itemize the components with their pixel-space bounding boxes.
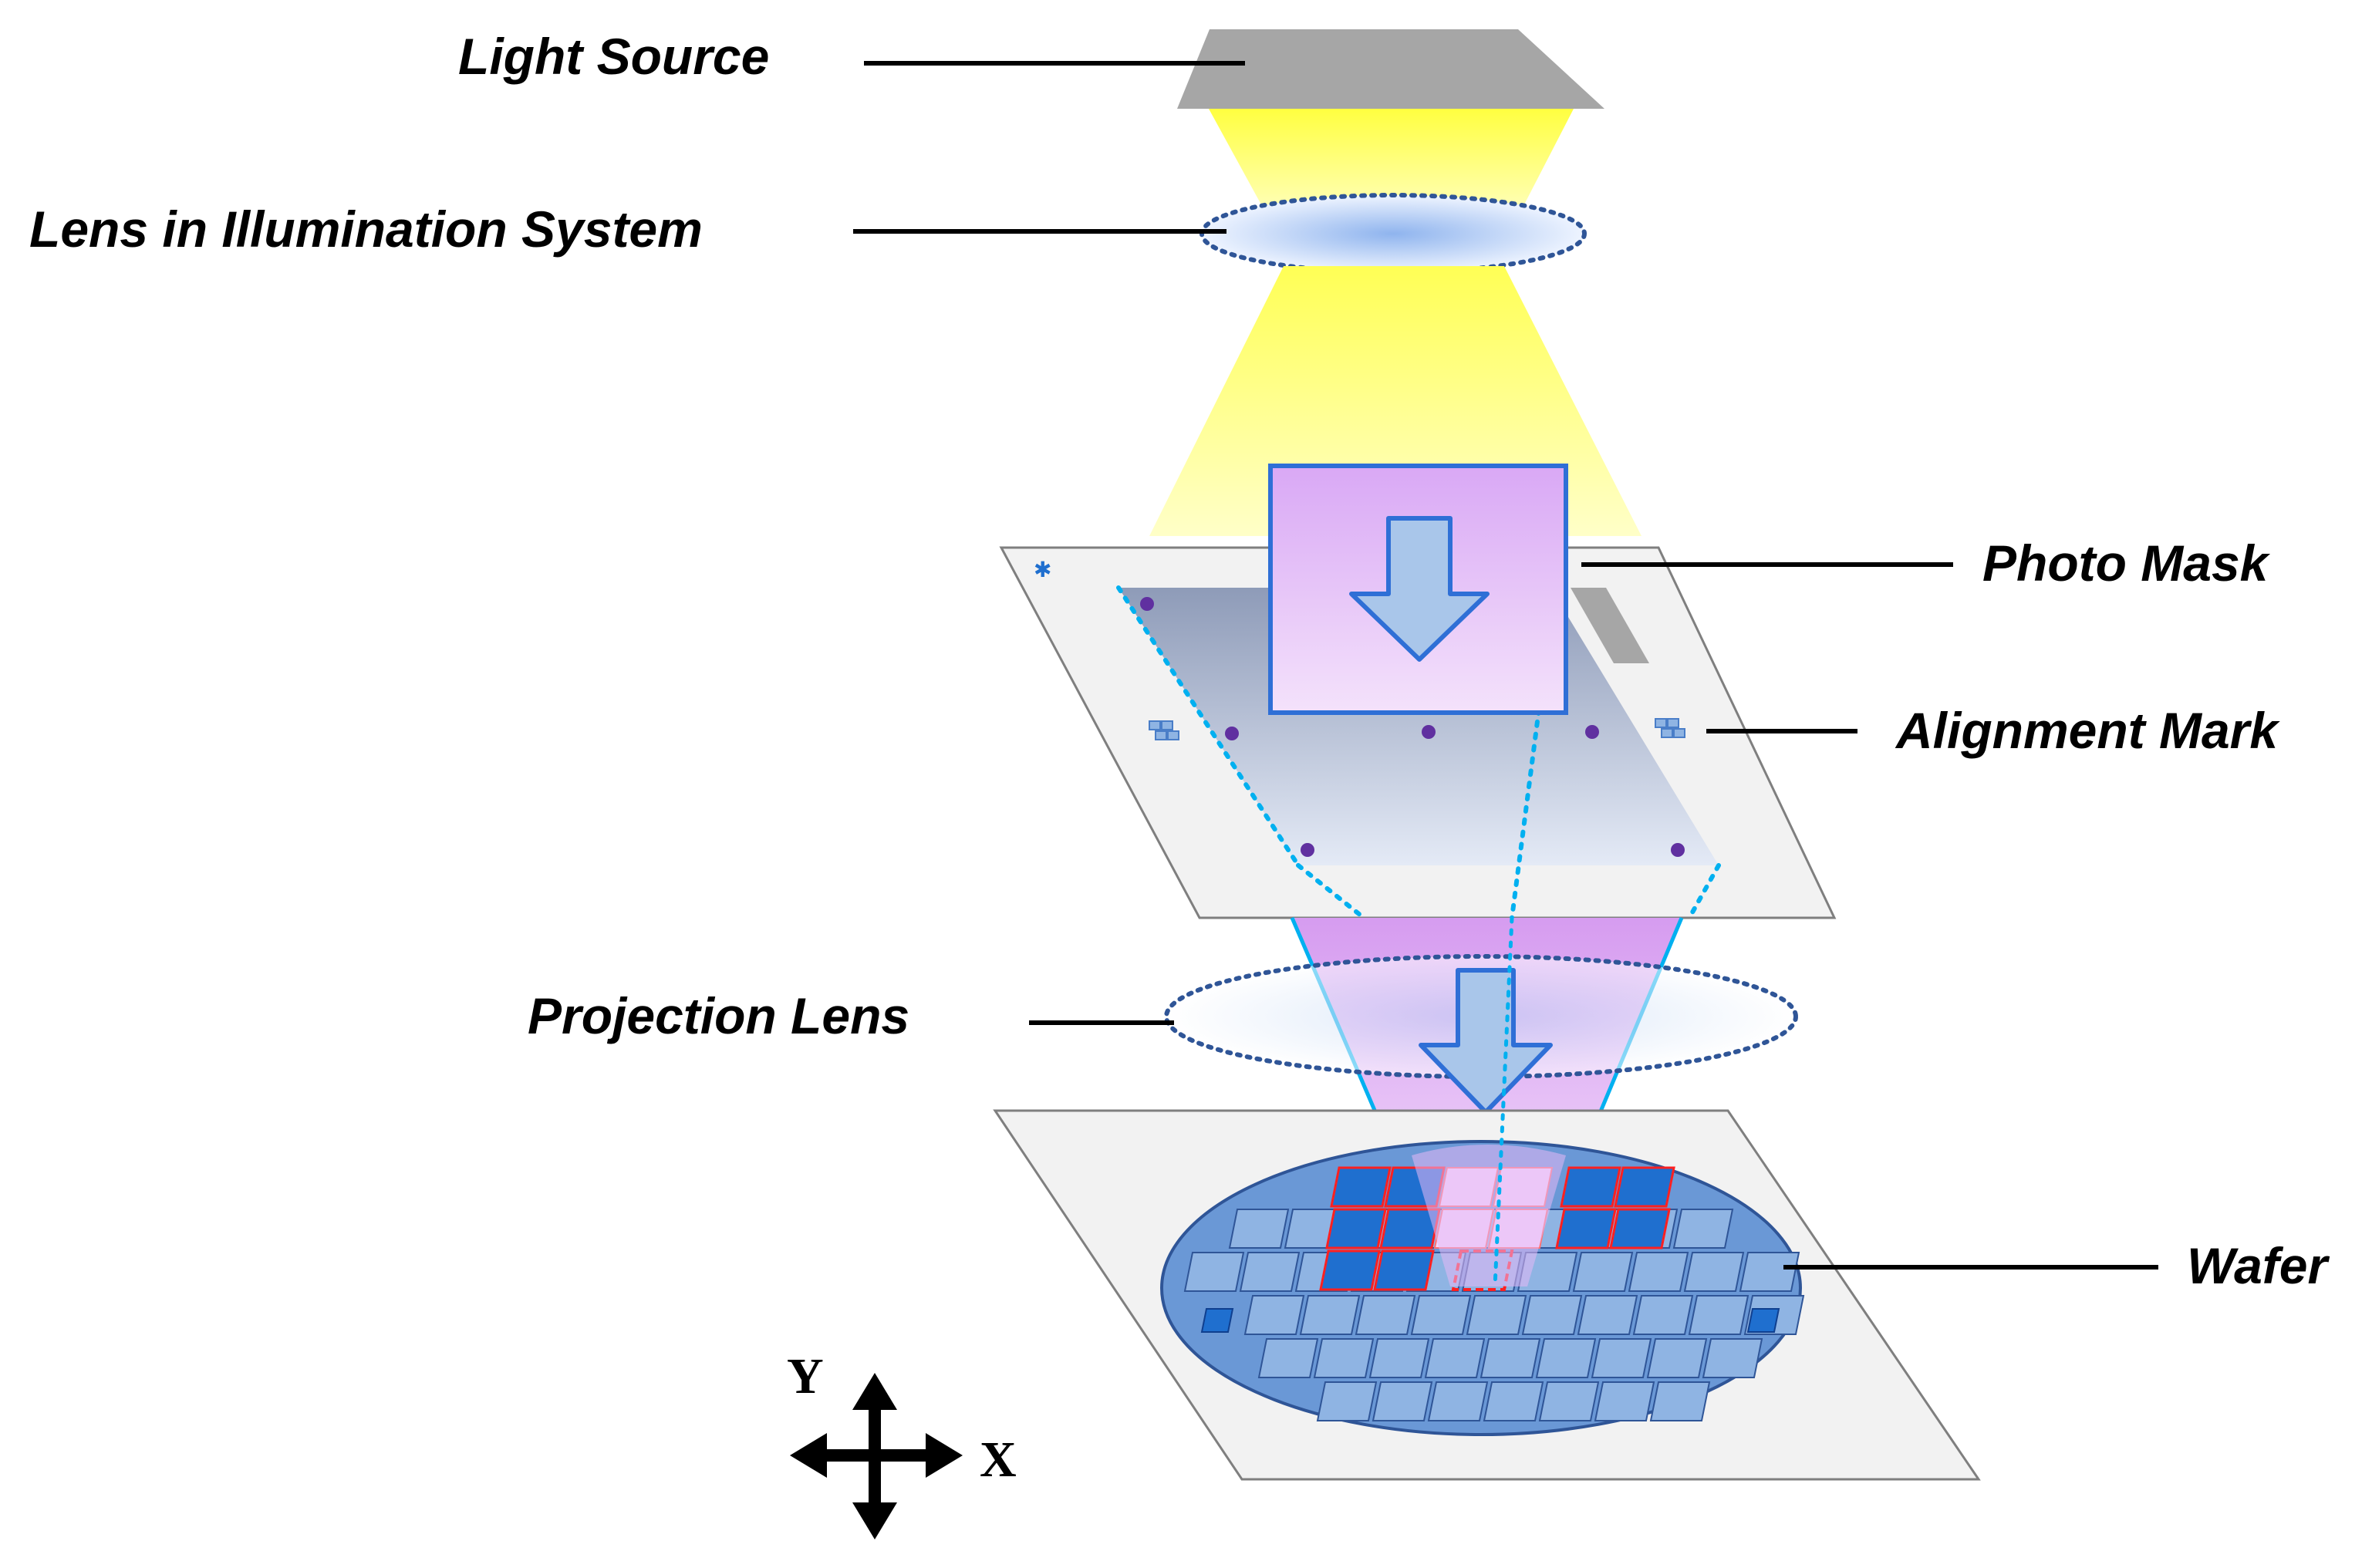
die: [1183, 1252, 1245, 1292]
axis-label-y: Y: [787, 1348, 824, 1404]
die: [1632, 1295, 1694, 1335]
die: [1319, 1249, 1381, 1291]
die: [1560, 1166, 1621, 1208]
die: [1535, 1338, 1597, 1378]
projection-down-arrow: [1419, 968, 1553, 1114]
xy-axis-arrows: [790, 1373, 963, 1539]
die: [1299, 1295, 1361, 1335]
die: [1572, 1252, 1634, 1292]
illumination-lens: [1199, 193, 1587, 275]
die: [1628, 1252, 1689, 1292]
axis-label-x: X: [980, 1431, 1017, 1488]
die: [1355, 1295, 1416, 1335]
die: [1555, 1208, 1617, 1249]
die: [1591, 1338, 1652, 1378]
mask-dots: [1140, 597, 1685, 857]
center-dotted-line: [1493, 916, 1514, 1289]
die: [1379, 1208, 1441, 1249]
alignment-mark-right: [1655, 718, 1685, 738]
label-photo-mask: Photo Mask: [1982, 534, 2269, 592]
die: [1325, 1208, 1387, 1249]
mask-projection-lines: [1116, 585, 1721, 920]
die: [1577, 1295, 1638, 1335]
die: [1739, 1252, 1800, 1292]
die: [1243, 1295, 1305, 1335]
die: [1538, 1381, 1600, 1421]
die: [1483, 1381, 1544, 1421]
label-alignment-mark: Alignment Mark: [1896, 702, 2279, 759]
leader-lines: [853, 61, 2158, 1270]
die: [1646, 1338, 1708, 1378]
die: [1257, 1338, 1319, 1378]
die: [1427, 1381, 1489, 1421]
die: [1372, 1381, 1433, 1421]
die: [1373, 1249, 1435, 1291]
mask-corner-mark: ✱: [1034, 557, 1051, 582]
die: [1466, 1295, 1527, 1335]
die: [1239, 1252, 1301, 1292]
label-illumination-lens: Lens in Illumination System: [29, 201, 703, 258]
mask-down-arrow: [1349, 516, 1490, 662]
die: [1614, 1166, 1675, 1208]
die: [1228, 1209, 1290, 1249]
die: [1672, 1209, 1734, 1249]
die: [1683, 1252, 1745, 1292]
die: [1609, 1208, 1671, 1249]
die: [1410, 1295, 1472, 1335]
die: [1521, 1295, 1583, 1335]
die: [1688, 1295, 1749, 1335]
label-projection-lens: Projection Lens: [528, 987, 910, 1044]
label-wafer: Wafer: [2187, 1237, 2328, 1294]
mask-tab: [1571, 588, 1649, 663]
die: [1424, 1338, 1486, 1378]
exposure-spot: [1412, 1145, 1566, 1286]
alignment-mark-left: [1149, 720, 1179, 740]
die: [1330, 1166, 1392, 1208]
die: [1594, 1381, 1655, 1421]
die: [1368, 1338, 1430, 1378]
die: [1702, 1338, 1763, 1378]
die: [1316, 1381, 1378, 1421]
wafer-notch-right: [1746, 1308, 1780, 1333]
light-source: [1177, 29, 1604, 109]
wafer-notch-left: [1200, 1308, 1234, 1333]
die: [1313, 1338, 1375, 1378]
die: [1649, 1381, 1711, 1421]
label-light-source: Light Source: [458, 28, 770, 85]
die: [1480, 1338, 1541, 1378]
